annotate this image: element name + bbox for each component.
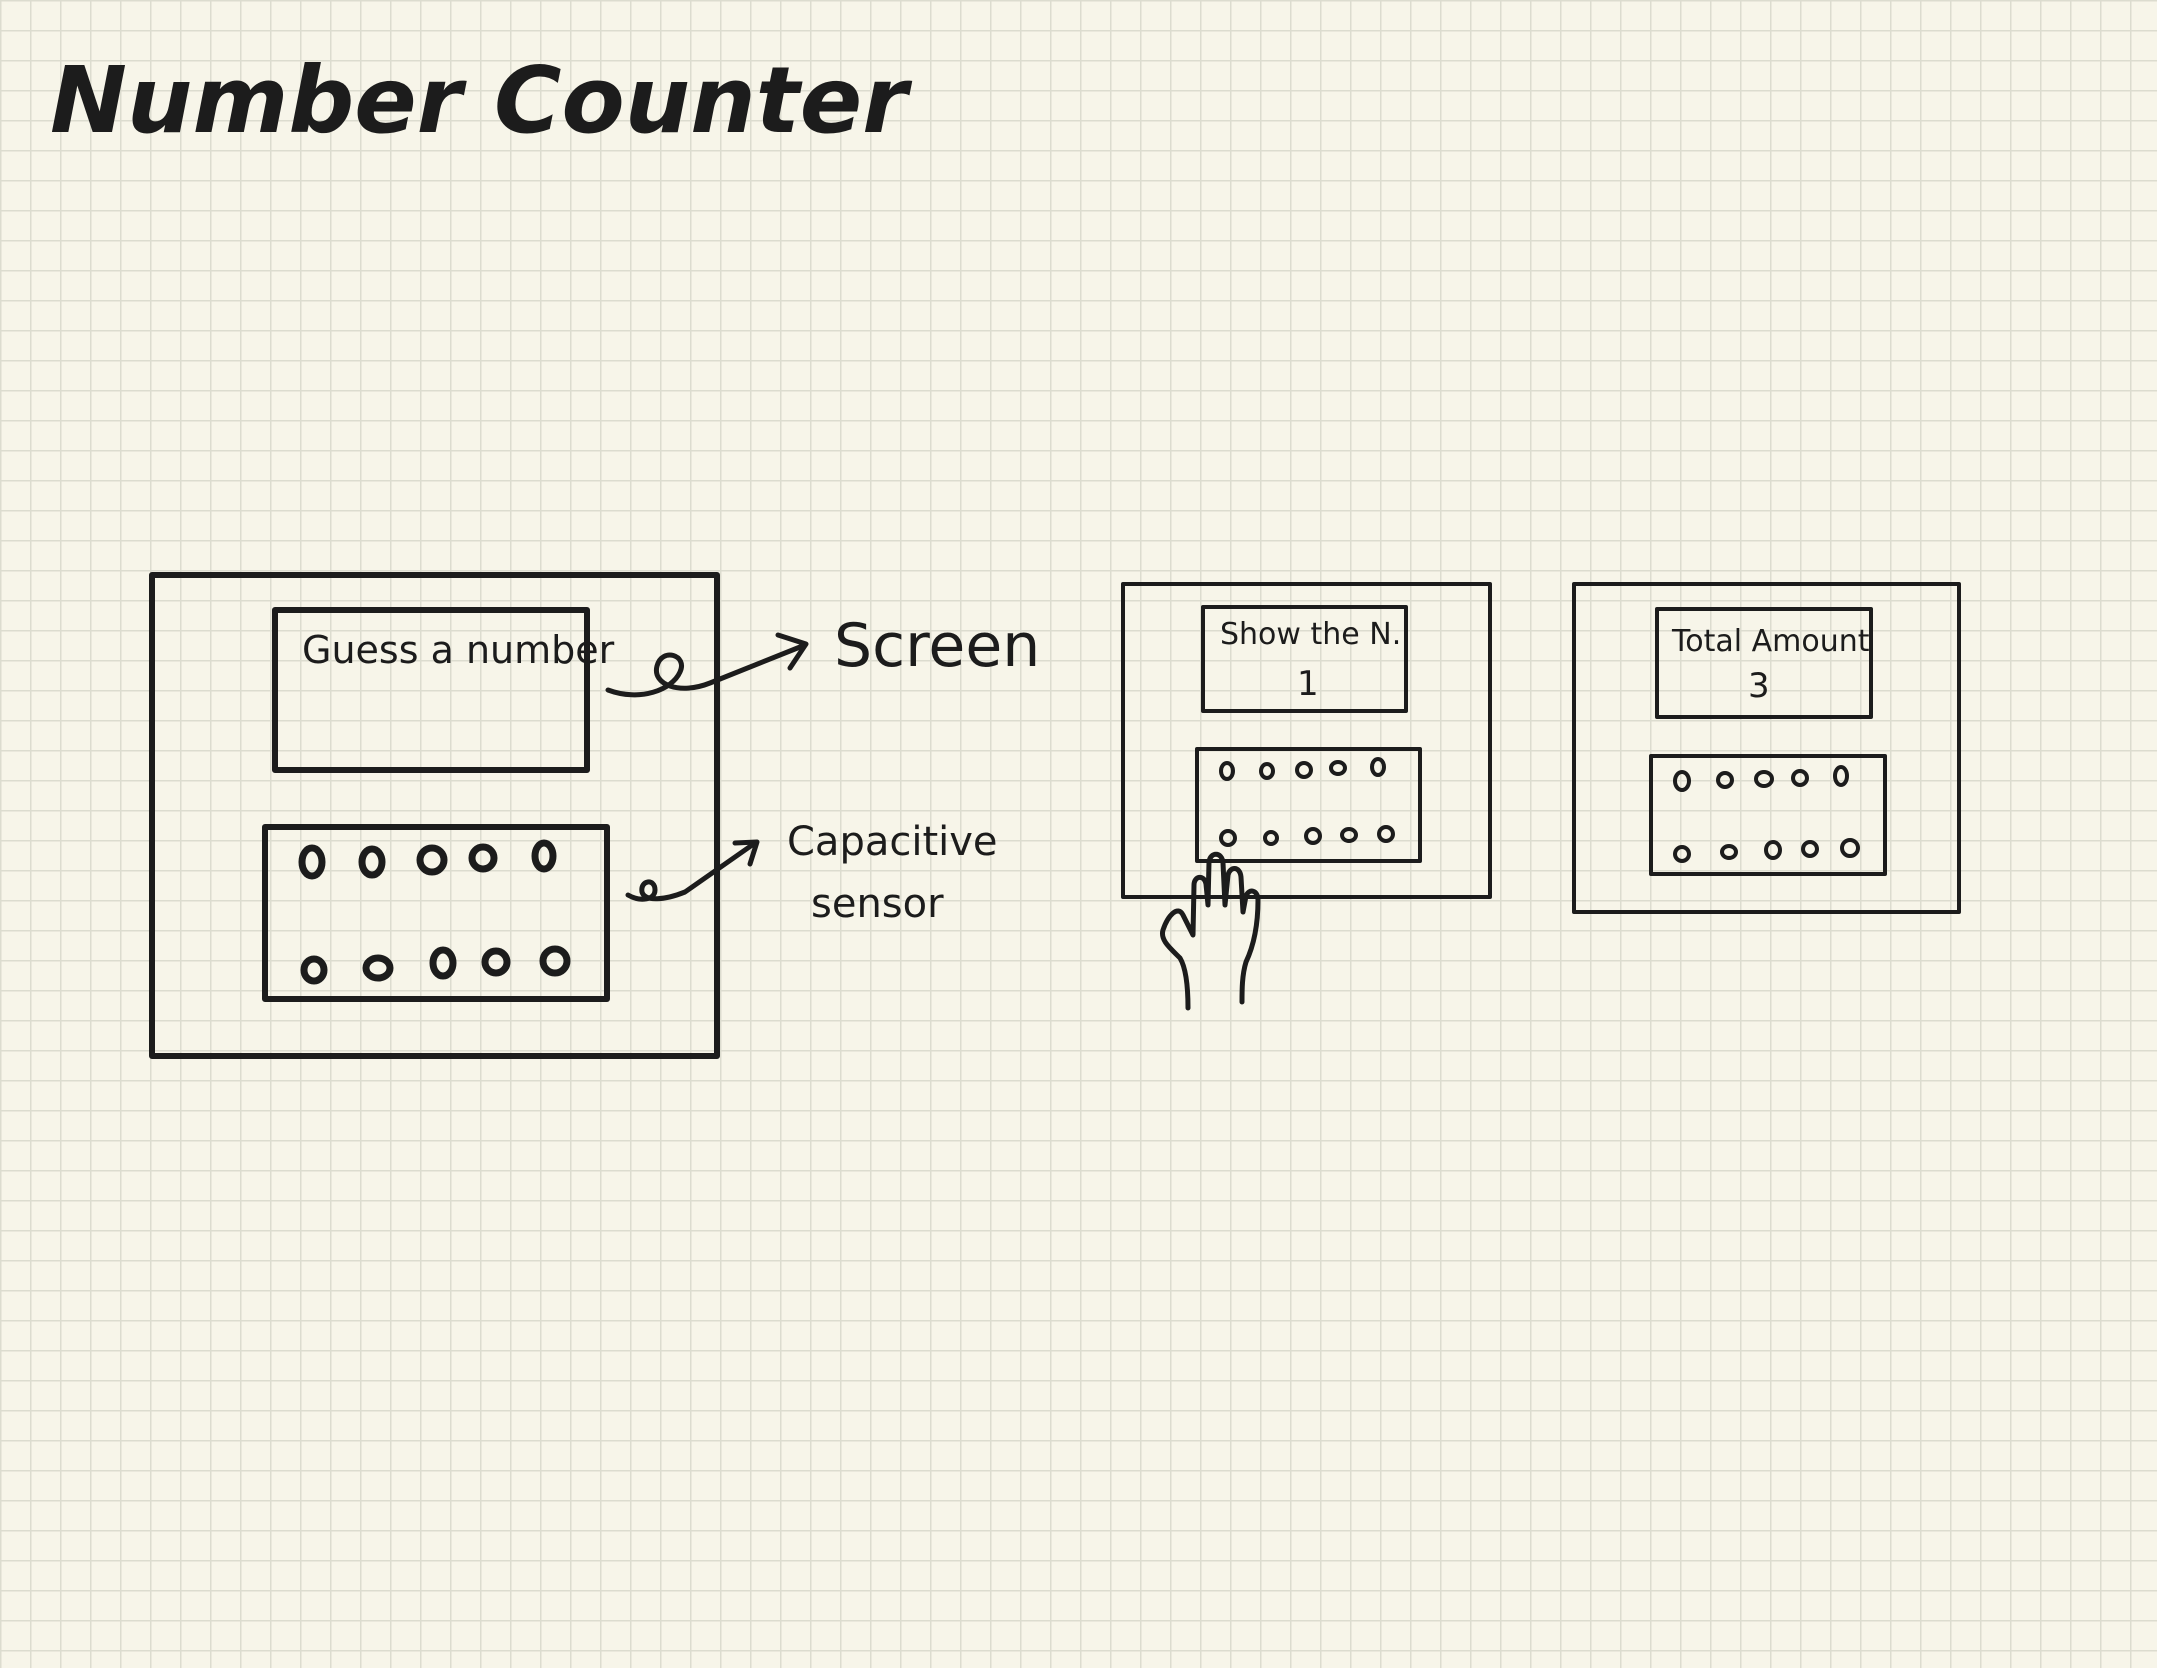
- sensor-hole: [1304, 827, 1322, 845]
- device-show-frame: [1121, 582, 1492, 899]
- sensor-hole: [531, 839, 557, 873]
- sensor-hole: [300, 955, 328, 985]
- device-show-screen: [1201, 605, 1408, 713]
- sensor-hole: [1840, 838, 1860, 858]
- sensor-hole: [1259, 762, 1275, 780]
- device-total-screen-line2: 3: [1748, 666, 1770, 706]
- device-total-sensor: [1649, 754, 1887, 876]
- sensor-hole: [1377, 825, 1395, 843]
- sensor-hole: [362, 954, 394, 982]
- screen-arrow: [605, 632, 809, 698]
- screen-label: Screen: [834, 611, 1040, 681]
- device-total: Total Amount 3: [1572, 582, 1961, 914]
- sensor-hole: [1673, 770, 1691, 792]
- sensor-hole: [1263, 830, 1279, 846]
- sensor-hole: [1716, 771, 1734, 789]
- sensor-hole: [1833, 765, 1849, 787]
- sensor-hole: [539, 945, 571, 977]
- device-main-frame: [149, 572, 720, 1059]
- sensor-hole: [1329, 760, 1347, 776]
- page-title: Number Counter: [50, 47, 913, 154]
- sensor-hole: [416, 844, 448, 876]
- hand-pointer-icon: [1159, 851, 1261, 1011]
- device-total-frame: [1572, 582, 1961, 914]
- sensor-hole: [1801, 840, 1819, 858]
- sensor-hole: [1754, 770, 1774, 788]
- device-main-screen: [272, 607, 590, 773]
- sensor-hole: [358, 845, 386, 879]
- device-total-screen-line1: Total Amount: [1671, 624, 1870, 659]
- device-show-sensor-holes: [1219, 757, 1395, 847]
- sensor-hole: [468, 843, 498, 873]
- sensor-hole: [1791, 769, 1809, 787]
- sensor-hole: [1295, 761, 1313, 779]
- sensor-hole: [1219, 829, 1237, 847]
- sensor-hole: [1673, 845, 1691, 863]
- device-main-sensor: [262, 824, 610, 1002]
- sensor-hole: [298, 844, 326, 880]
- sensor-hole: [429, 946, 457, 980]
- device-main-sensor-holes: [298, 839, 571, 985]
- device-show-screen-line2: 1: [1297, 664, 1319, 704]
- device-show-sensor: [1195, 747, 1422, 863]
- device-total-sensor-holes: [1673, 765, 1860, 863]
- sensor-hole: [1764, 840, 1782, 860]
- sensor-label-line1: Capacitive: [787, 819, 998, 865]
- device-main-screen-text: Guess a number: [302, 628, 615, 672]
- device-main: Guess a number: [149, 572, 720, 1059]
- sensor-hole: [1370, 757, 1386, 777]
- device-show: Show the N. 1: [1121, 582, 1492, 1011]
- sensor-hole: [1340, 827, 1358, 843]
- sensor-label-line2: sensor: [811, 881, 944, 927]
- sensor-hole: [481, 947, 511, 977]
- sensor-hole: [1720, 844, 1738, 860]
- device-show-screen-line1: Show the N.: [1220, 617, 1401, 652]
- device-total-screen: [1655, 607, 1873, 719]
- sensor-hole: [1219, 761, 1235, 781]
- sensor-arrow: [625, 839, 760, 902]
